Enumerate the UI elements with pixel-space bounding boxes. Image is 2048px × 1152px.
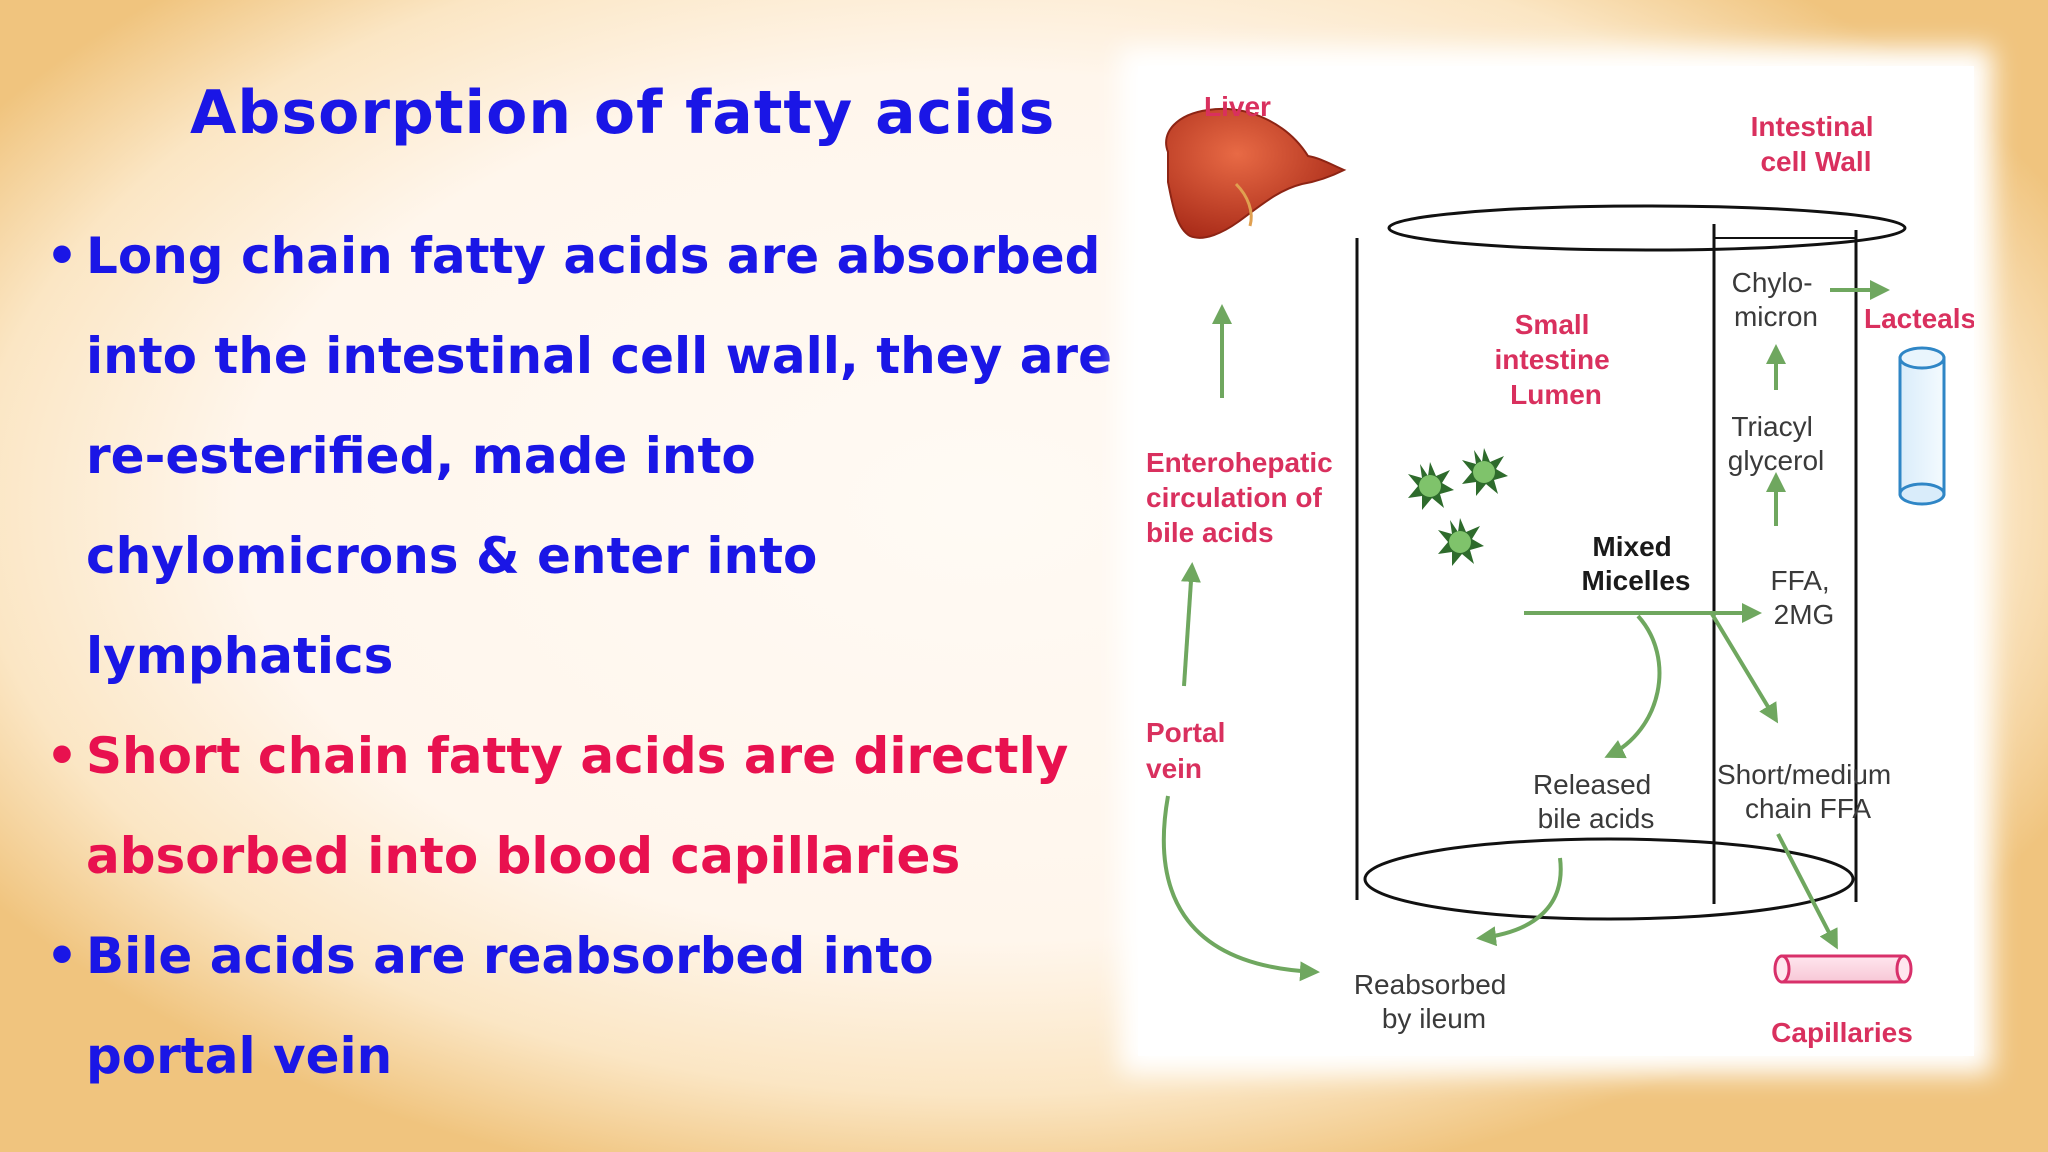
intestine-cylinder <box>1355 204 1907 921</box>
bullet-line: into the intestinal cell wall, they are <box>86 327 1113 385</box>
lumen-label: Small intestine Lumen <box>1495 309 1618 410</box>
micelle-icon <box>1408 462 1454 510</box>
micelle-icon <box>1438 518 1484 566</box>
absorption-diagram: Liver Intestinal cell Wall Small intesti… <box>1138 66 1974 1056</box>
bullet-item-short-chain: • Short chain fatty acids are directly a… <box>44 706 1124 906</box>
released-bile-acids-label: Released bile acids <box>1533 769 1659 834</box>
bullet-symbol: • <box>46 227 78 285</box>
arrow-released-bile <box>1604 614 1662 759</box>
arrow-to-capillaries <box>1776 833 1838 950</box>
micelle-icon <box>1462 448 1508 496</box>
bullet-list: • Long chain fatty acids are absorbed in… <box>44 206 1124 1106</box>
arrow-enterohepatic <box>1180 562 1201 687</box>
lacteal-tube-icon <box>1898 346 1946 506</box>
bullet-item-long-chain: • Long chain fatty acids are absorbed in… <box>44 206 1124 706</box>
bullet-line: Bile acids are reabsorbed into <box>86 927 934 985</box>
bullet-line: lymphatics <box>86 627 394 685</box>
triacylglycerol-label: Triacyl glycerol <box>1728 411 1824 476</box>
bullet-line: Short chain fatty acids are directly <box>86 727 1069 785</box>
bullet-line: portal vein <box>86 1027 393 1085</box>
reabsorbed-ileum-label: Reabsorbed by ileum <box>1354 969 1514 1034</box>
short-medium-ffa-label: Short/medium chain FFA <box>1717 759 1899 824</box>
bullet-line: absorbed into blood capillaries <box>86 827 961 885</box>
lacteals-label: Lacteals <box>1864 303 1974 334</box>
portal-vein-label: Portal vein <box>1146 717 1233 784</box>
flow-arrows <box>1161 280 1890 982</box>
ffa-2mg-label: FFA, 2MG <box>1771 565 1838 630</box>
capillaries-label: Capillaries <box>1771 1017 1913 1048</box>
bullet-item-bile-acids: • Bile acids are reabsorbed into portal … <box>44 906 1124 1106</box>
bullet-line: chylomicrons & enter into <box>86 527 818 585</box>
enterohepatic-label: Enterohepatic circulation of bile acids <box>1146 447 1340 548</box>
diagram-canvas: Liver Intestinal cell Wall Small intesti… <box>1146 91 1974 1048</box>
bullet-symbol: • <box>46 927 78 985</box>
arrow-bile-to-ileum <box>1476 857 1563 947</box>
slide-title: Absorption of fatty acids <box>190 78 1056 148</box>
capillary-tube-icon <box>1773 954 1913 984</box>
mixed-micelles-label: Mixed Micelles <box>1582 531 1691 596</box>
liver-icon <box>1165 108 1347 239</box>
intestinal-wall-label: Intestinal cell Wall <box>1751 111 1882 177</box>
bullet-line: re-esterified, made into <box>86 427 756 485</box>
arrow-portal-to-ileum <box>1161 795 1320 982</box>
bullet-symbol: • <box>46 727 78 785</box>
chylomicron-label: Chylo- micron <box>1732 267 1821 332</box>
arrow-to-short-medium <box>1710 612 1779 724</box>
liver-label: Liver <box>1204 91 1271 122</box>
bullet-line: Long chain fatty acids are absorbed <box>86 227 1101 285</box>
